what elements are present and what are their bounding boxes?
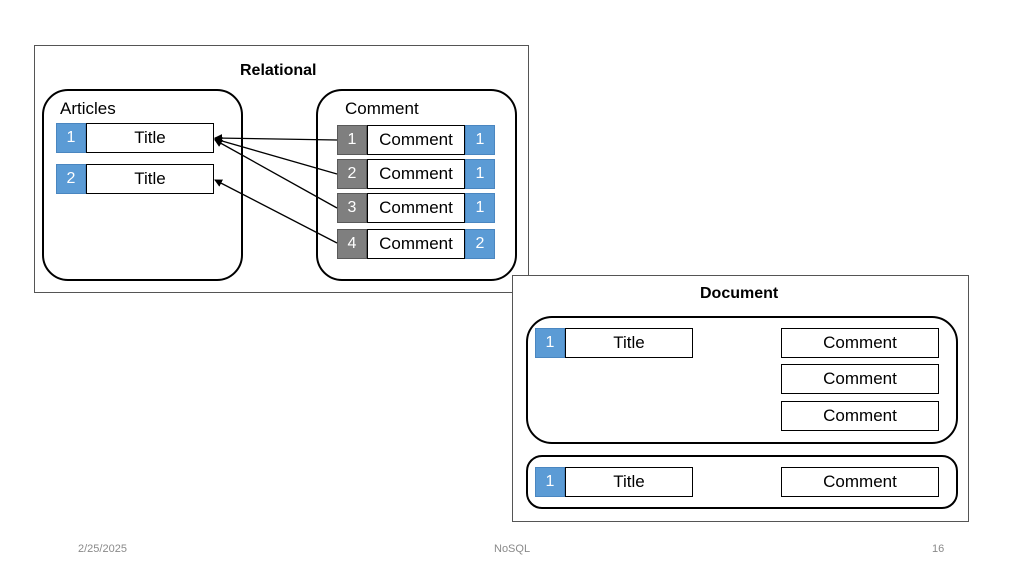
articles-label: Articles <box>60 99 116 118</box>
comment-text: Comment <box>367 159 465 189</box>
footer-topic: NoSQL <box>494 543 531 555</box>
embedded-comment-text: Comment <box>781 364 939 394</box>
document-title-row: 1 Title <box>535 328 693 358</box>
embedded-comment-text: Comment <box>781 467 939 497</box>
article-id: 1 <box>56 123 86 153</box>
article-title: Title <box>86 123 214 153</box>
embedded-comment-text: Comment <box>781 401 939 431</box>
article-row: 2 Title <box>56 164 214 194</box>
comment-id: 1 <box>337 125 367 155</box>
comment-article-ref: 1 <box>465 125 495 155</box>
article-row: 1 Title <box>56 123 214 153</box>
document-id: 1 <box>535 328 565 358</box>
fk-arrow <box>214 179 338 244</box>
comment-article-ref: 1 <box>465 193 495 223</box>
document-title-row: 1 Title <box>535 467 693 497</box>
comment-article-ref: 1 <box>465 159 495 189</box>
comment-id: 4 <box>337 229 367 259</box>
comment-id: 3 <box>337 193 367 223</box>
embedded-comment: Comment <box>781 467 939 497</box>
comment-id: 2 <box>337 159 367 189</box>
comment-text: Comment <box>367 125 465 155</box>
fk-arrow <box>214 139 338 209</box>
comment-article-ref: 2 <box>465 229 495 259</box>
embedded-comment: Comment <box>781 364 939 394</box>
comment-text: Comment <box>367 193 465 223</box>
article-title: Title <box>86 164 214 194</box>
embedded-comment: Comment <box>781 328 939 358</box>
comments-label: Comment <box>345 99 419 118</box>
document-id: 1 <box>535 467 565 497</box>
comment-row: 4 Comment 2 <box>337 229 495 259</box>
document-title: Title <box>565 467 693 497</box>
relational-heading: Relational <box>240 62 317 79</box>
footer-page-number: 16 <box>932 543 945 555</box>
embedded-comment-text: Comment <box>781 328 939 358</box>
fk-arrow <box>214 134 338 143</box>
document-title: Title <box>565 328 693 358</box>
footer-date: 2/25/2025 <box>78 543 127 555</box>
embedded-comment: Comment <box>781 401 939 431</box>
document-heading: Document <box>700 285 779 302</box>
comment-row: 3 Comment 1 <box>337 193 495 223</box>
article-id: 2 <box>56 164 86 194</box>
comment-row: 2 Comment 1 <box>337 159 495 189</box>
comment-row: 1 Comment 1 <box>337 125 495 155</box>
comment-text: Comment <box>367 229 465 259</box>
fk-arrow <box>214 137 338 175</box>
